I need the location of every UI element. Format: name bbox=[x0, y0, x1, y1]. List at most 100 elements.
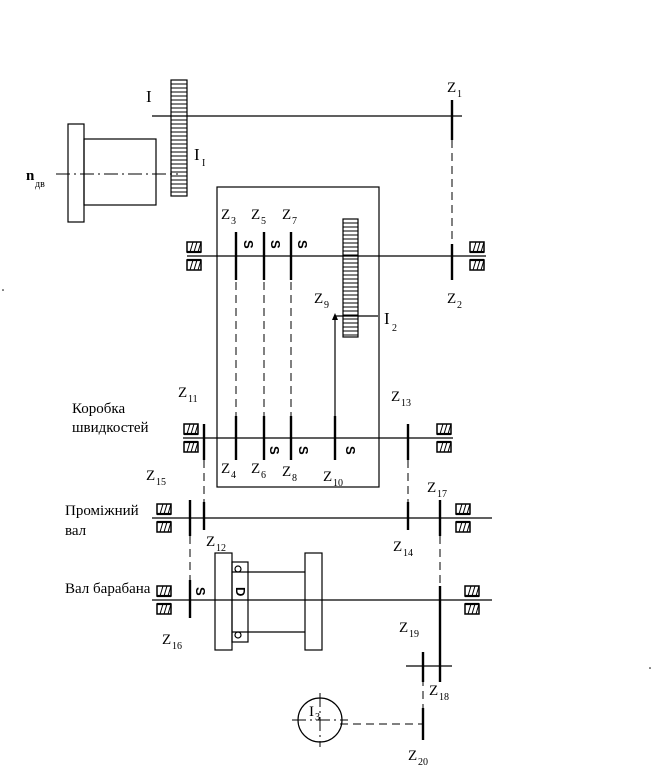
label-drum-shaft: Вал барабана bbox=[65, 581, 151, 597]
clutch-3: S bbox=[295, 240, 310, 249]
flywheel-I3 bbox=[292, 693, 348, 747]
svg-text:4: 4 bbox=[231, 470, 236, 481]
bearing-left-drum bbox=[156, 585, 172, 615]
svg-text:18: 18 bbox=[439, 692, 449, 703]
svg-text:Z: Z bbox=[251, 207, 260, 223]
svg-text:I: I bbox=[194, 145, 200, 164]
svg-text:8: 8 bbox=[292, 473, 297, 484]
clutch-4: S bbox=[267, 446, 282, 455]
label-intermediate-line1: Проміжний bbox=[65, 503, 139, 519]
svg-text:6: 6 bbox=[261, 470, 266, 481]
svg-text:7: 7 bbox=[292, 216, 297, 227]
svg-text:дв: дв bbox=[35, 179, 45, 190]
svg-text:Z: Z bbox=[251, 461, 260, 477]
svg-text:14: 14 bbox=[403, 548, 413, 559]
svg-text:10: 10 bbox=[333, 478, 343, 489]
svg-text:Z: Z bbox=[447, 80, 456, 96]
clutch-6: S bbox=[343, 446, 358, 455]
I3-label: I 3 bbox=[309, 704, 320, 723]
clutch-drum: S bbox=[193, 587, 208, 596]
svg-text:Z: Z bbox=[206, 534, 215, 550]
svg-text:11: 11 bbox=[188, 394, 198, 405]
svg-text:15: 15 bbox=[156, 477, 166, 488]
svg-text:Z: Z bbox=[408, 748, 417, 764]
bearing-right-shaft-3 bbox=[436, 423, 452, 453]
svg-text:Z: Z bbox=[391, 389, 400, 405]
stray-mark bbox=[649, 667, 651, 669]
label-intermediate-line2: вал bbox=[65, 523, 87, 539]
svg-text:Z: Z bbox=[162, 632, 171, 648]
bearing-right-shaft-2 bbox=[469, 241, 485, 271]
drum-letter-D: D bbox=[233, 587, 248, 596]
svg-text:13: 13 bbox=[401, 398, 411, 409]
motor bbox=[56, 123, 178, 223]
stray-mark bbox=[2, 289, 4, 291]
clutch-2: S bbox=[268, 240, 283, 249]
svg-text:Z: Z bbox=[447, 291, 456, 307]
svg-text:Z: Z bbox=[427, 480, 436, 496]
svg-text:Z: Z bbox=[282, 207, 291, 223]
svg-text:Z: Z bbox=[146, 468, 155, 484]
label-gearbox-line1: Коробка bbox=[72, 401, 125, 417]
svg-text:Z: Z bbox=[221, 461, 230, 477]
svg-text:n: n bbox=[26, 168, 35, 184]
svg-text:Z: Z bbox=[429, 683, 438, 699]
svg-text:1: 1 bbox=[457, 89, 462, 100]
I1-label: I I bbox=[194, 145, 205, 169]
svg-text:Z: Z bbox=[393, 539, 402, 555]
svg-text:Z: Z bbox=[221, 207, 230, 223]
svg-text:I: I bbox=[202, 158, 205, 169]
bearing-left-shaft-3 bbox=[183, 423, 199, 453]
svg-text:12: 12 bbox=[216, 543, 226, 554]
svg-text:19: 19 bbox=[409, 629, 419, 640]
flywheel-I1 bbox=[170, 79, 188, 197]
svg-text:2: 2 bbox=[457, 300, 462, 311]
label-gearbox-line2: швидкостей bbox=[72, 420, 149, 436]
motor-speed-label: n дв bbox=[26, 168, 45, 190]
flywheel-I2 bbox=[342, 218, 359, 338]
clutch-1: S bbox=[241, 240, 256, 249]
svg-text:Z: Z bbox=[282, 464, 291, 480]
drum bbox=[214, 552, 323, 651]
svg-text:3: 3 bbox=[315, 712, 320, 723]
svg-text:20: 20 bbox=[418, 757, 428, 766]
svg-text:I: I bbox=[384, 309, 390, 328]
shaft-I-label: I bbox=[146, 87, 152, 106]
bearing-left-intermediate bbox=[156, 503, 172, 533]
bearing-right-intermediate bbox=[455, 503, 471, 533]
clutch-5: S bbox=[296, 446, 311, 455]
svg-text:5: 5 bbox=[261, 216, 266, 227]
svg-text:16: 16 bbox=[172, 641, 182, 652]
svg-text:Z: Z bbox=[314, 291, 323, 307]
gearbox-housing bbox=[216, 186, 380, 488]
I2-label: I 2 bbox=[384, 309, 397, 334]
svg-text:3: 3 bbox=[231, 216, 236, 227]
svg-text:9: 9 bbox=[324, 300, 329, 311]
flywheel-I1-hatching bbox=[171, 83, 187, 193]
svg-text:Z: Z bbox=[399, 620, 408, 636]
arrow-z9 bbox=[332, 313, 338, 320]
bearing-left-shaft-2 bbox=[186, 241, 202, 271]
svg-text:2: 2 bbox=[392, 323, 397, 334]
flywheel-I2-hatching bbox=[343, 222, 358, 336]
svg-text:17: 17 bbox=[437, 489, 447, 500]
